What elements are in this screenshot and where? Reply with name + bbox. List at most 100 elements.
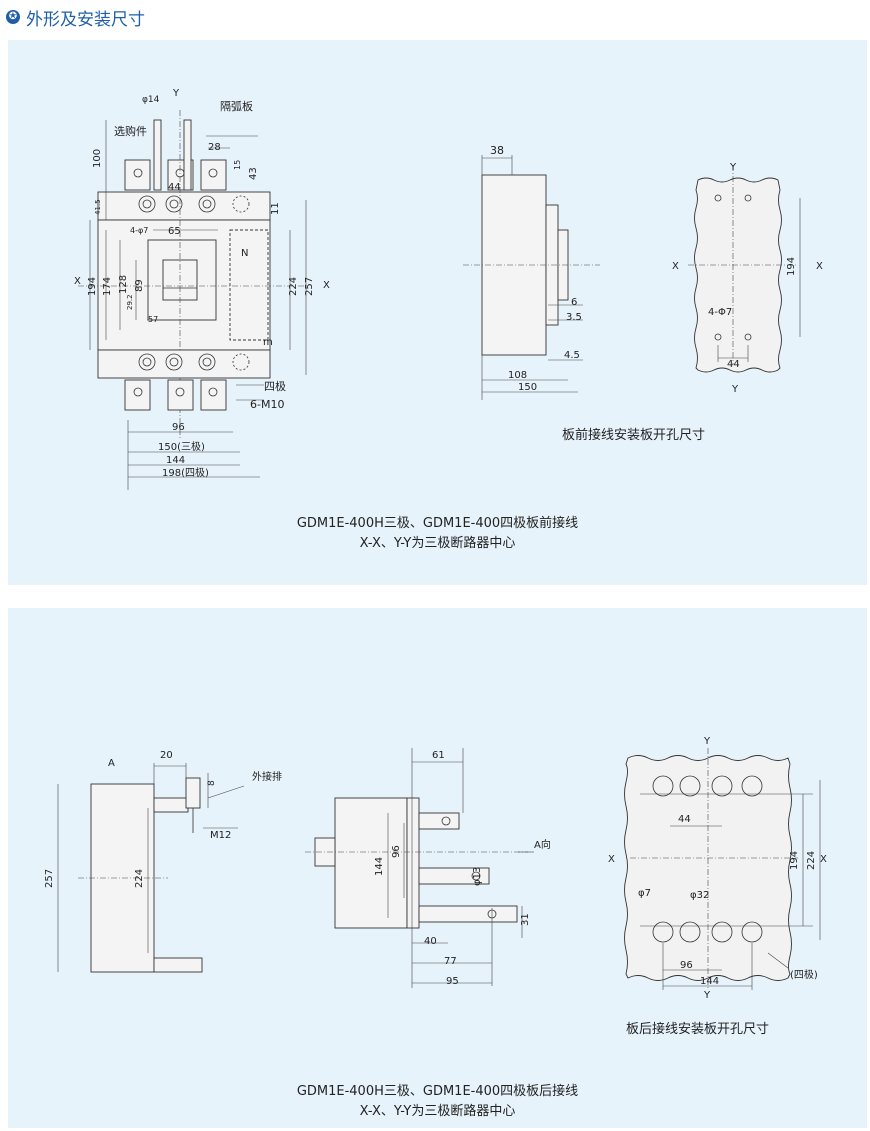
dim-4-5: 4.5	[564, 350, 580, 361]
fourth-pole	[229, 229, 269, 341]
dim-224: 224	[134, 869, 145, 888]
cutout-y-top: Y	[729, 162, 737, 173]
rear-cutout-labels: Y X X 44 194 224 φ7 φ32 96 144 Y (四极)	[608, 736, 827, 1001]
n-label: N	[241, 248, 248, 259]
dim-100: 100	[92, 149, 103, 168]
dim-144: 144	[166, 455, 185, 466]
lower-terminal-row	[97, 349, 271, 411]
section-title: 外形及安装尺寸	[26, 9, 145, 30]
a-label: A	[108, 758, 115, 769]
dim-194: 194	[87, 277, 98, 296]
rear-cutout-x-left: X	[608, 854, 615, 865]
dim-43: 43	[248, 167, 259, 180]
dim-44: 44	[168, 182, 181, 193]
dim-150: 150(三极)	[158, 440, 205, 453]
arc-plate-label: 隔弧板	[220, 99, 253, 113]
rear-side-view-labels: A 20 8 外接排 M12 257 224	[44, 750, 282, 888]
dim-150-side: 150	[518, 382, 537, 393]
dim-41-5: 41.5	[94, 199, 102, 215]
dim-8: 8	[207, 780, 217, 786]
dim-174: 174	[102, 277, 113, 296]
phi7-label: φ7	[638, 888, 651, 899]
phi14-label: φ14	[142, 95, 160, 105]
dim-6: 6	[571, 297, 577, 308]
front-wiring-drawing: φ14 Y 隔弧板 选购件 100 28 15 44 43 41.5 11 4-…	[74, 88, 823, 490]
rear-wiring-drawing: A 20 8 外接排 M12 257 224 61 A向 144 96	[44, 736, 827, 1001]
dim-96: 96	[172, 422, 185, 433]
front-cutout-labels: Y X X 194 4-Φ7 44 Y	[672, 162, 823, 395]
rear-cutout-x-right: X	[820, 854, 827, 865]
m10-label: 6-M10	[250, 398, 284, 411]
rear-cutout-y-bottom: Y	[703, 990, 711, 1001]
front-view	[78, 110, 308, 490]
side-view-labels: 38 6 3.5 4.5 108 150	[490, 144, 582, 393]
cutout-dim-44: 44	[727, 359, 740, 370]
m12-label: M12	[210, 830, 231, 841]
rear-cutout-dim-224: 224	[806, 851, 817, 870]
dim-15: 15	[233, 160, 242, 170]
dim-224: 224	[288, 277, 299, 296]
dim-128: 128	[118, 275, 129, 294]
phi13-label: φ13	[472, 867, 483, 886]
dim-198: 198(四极)	[162, 466, 209, 479]
four-phi7-label: 4-φ7	[130, 226, 148, 235]
cutout-y-bottom: Y	[731, 384, 739, 395]
cutout-x-left: X	[672, 261, 679, 272]
dim-20: 20	[160, 750, 173, 761]
four-pole-label: 四极	[264, 379, 286, 393]
dim-108: 108	[508, 370, 527, 381]
top-terminals	[124, 119, 227, 191]
y-axis-label-top: Y	[172, 88, 180, 99]
rear-caption-line1: GDM1E-400H三极、GDM1E-400四极板后接线	[296, 1084, 579, 1099]
dim-96-rear: 96	[391, 845, 402, 858]
dim-40: 40	[424, 936, 437, 947]
star-icon: ✪	[6, 10, 20, 24]
upper-terminal-row	[97, 191, 271, 221]
optional-part-label: 选购件	[114, 124, 147, 138]
dim-38: 38	[490, 144, 504, 157]
rear-cutout-dim-144: 144	[700, 976, 719, 987]
rear-caption-line2: X-X、Y-Y为三极断路器中心	[359, 1104, 516, 1119]
rear-cutout-dim-44: 44	[678, 814, 691, 825]
cutout-dim-194: 194	[786, 257, 797, 276]
dim-3-5: 3.5	[566, 312, 582, 323]
side-view	[463, 155, 600, 400]
rear-side-view	[57, 763, 245, 973]
rear-cutout-caption: 板后接线安装板开孔尺寸	[626, 1022, 770, 1037]
dim-29-2: 29.2	[126, 294, 134, 310]
front-caption-line1: GDM1E-400H三极、GDM1E-400四极板前接线	[296, 516, 579, 531]
rear-terminal-view-labels: 61 A向 144 96 φ13 31 40 77 95	[374, 750, 551, 987]
cutout-holes-label: 4-Φ7	[708, 307, 732, 318]
x-axis-label-left: X	[74, 276, 81, 287]
section-header: ✪ 外形及安装尺寸	[6, 4, 145, 30]
rear-four-pole-label: (四极)	[790, 968, 818, 981]
ext-bar-label: 外接排	[252, 770, 282, 783]
rear-cutout	[624, 748, 821, 990]
dim-11: 11	[270, 202, 281, 215]
rear-cutout-y-top: Y	[703, 736, 711, 747]
dim-28: 28	[208, 142, 221, 153]
dim-57: 57	[148, 315, 158, 324]
rear-cutout-dim-194: 194	[789, 851, 800, 870]
rear-terminal-view	[305, 748, 534, 988]
a-direction-label: A向	[534, 838, 551, 851]
dim-31: 31	[520, 913, 531, 926]
dim-95: 95	[446, 976, 459, 987]
dim-65: 65	[168, 226, 181, 237]
dim-89: 89	[134, 279, 145, 292]
m-label: m	[263, 337, 273, 348]
rear-cutout-dim-96: 96	[680, 960, 693, 971]
phi32-label: φ32	[690, 890, 709, 901]
front-wiring-panel: φ14 Y 隔弧板 选购件 100 28 15 44 43 41.5 11 4-…	[8, 40, 867, 585]
dim-257: 257	[44, 869, 55, 888]
cutout-x-right: X	[816, 261, 823, 272]
x-axis-label-right: X	[323, 280, 330, 291]
front-view-labels: φ14 Y 隔弧板 选购件 100 28 15 44 43 41.5 11 4-…	[74, 88, 330, 479]
dim-77: 77	[444, 956, 457, 967]
front-caption-line2: X-X、Y-Y为三极断路器中心	[359, 536, 516, 551]
dim-257: 257	[304, 277, 315, 296]
dim-61: 61	[432, 750, 445, 761]
front-cutout-caption: 板前接线安装板开孔尺寸	[562, 428, 706, 443]
front-cutout	[688, 165, 801, 373]
rear-wiring-panel: A 20 8 外接排 M12 257 224 61 A向 144 96	[8, 608, 867, 1128]
